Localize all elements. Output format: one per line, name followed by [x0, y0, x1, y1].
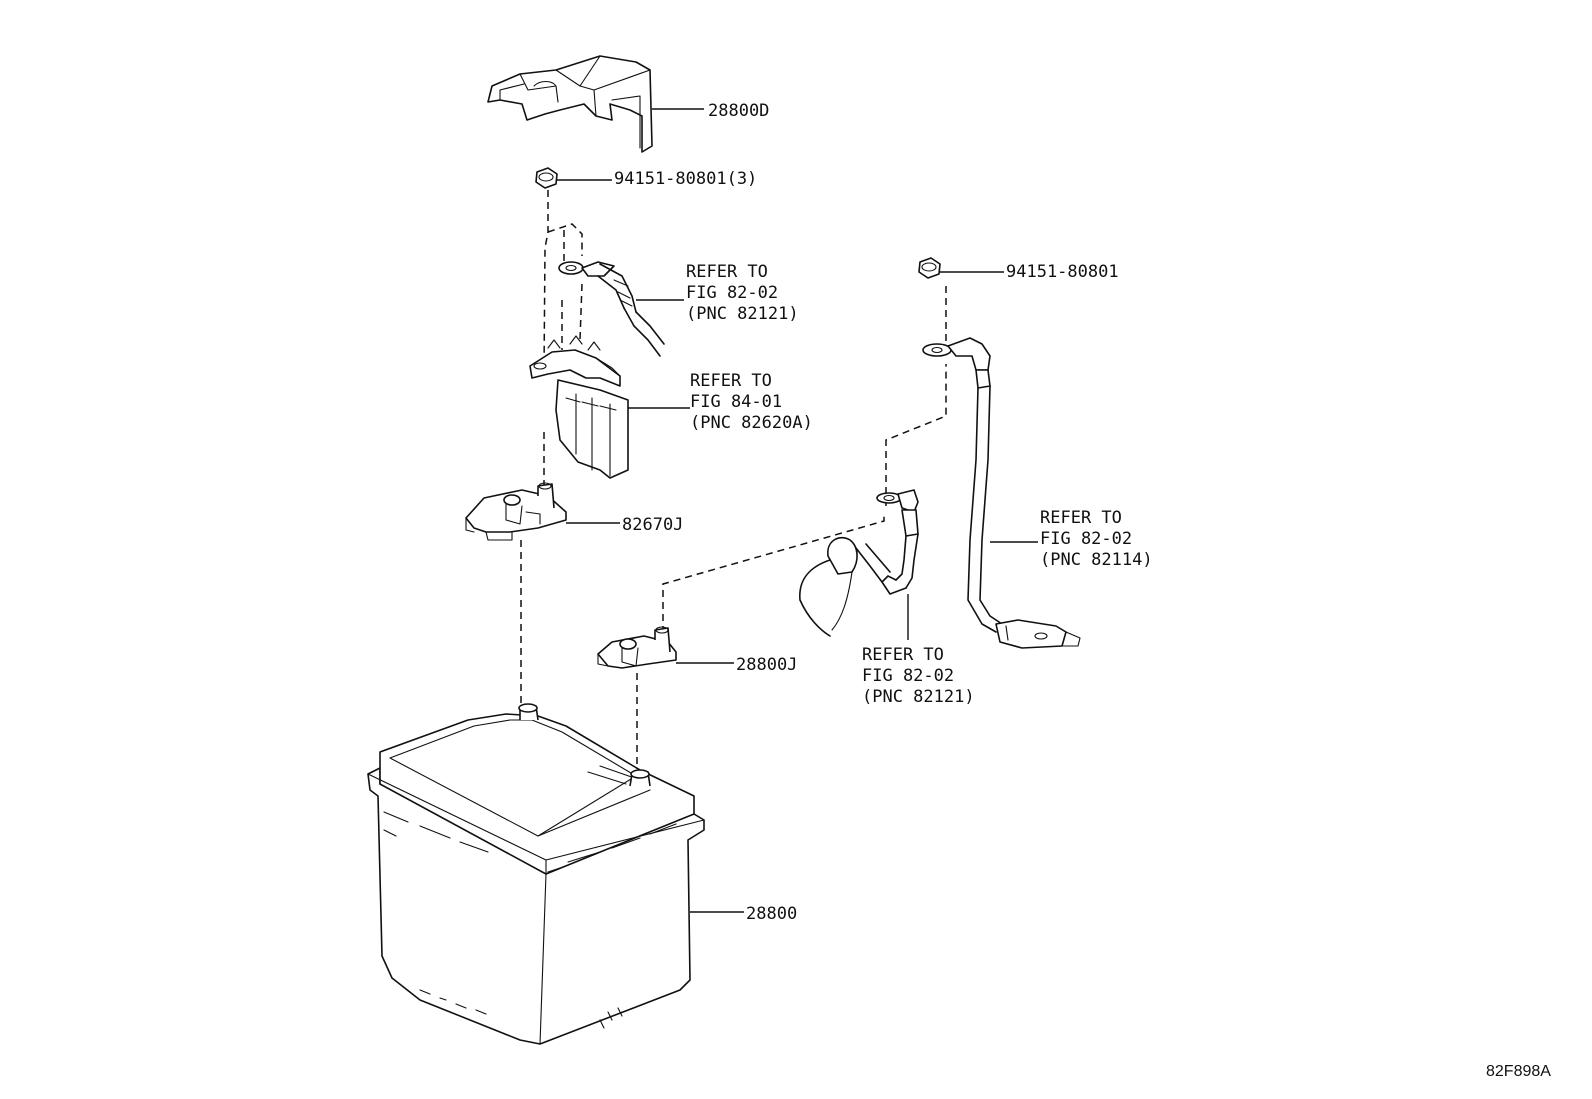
label-ref-cable-right-line3: (PNC 82114)	[1040, 550, 1153, 570]
ground-cable[interactable]	[922, 337, 1081, 649]
figure-code: 82F898A	[1486, 1063, 1551, 1080]
cable-terminal-top[interactable]	[558, 261, 665, 357]
label-ref-fusible-line3: (PNC 82620A)	[690, 413, 813, 433]
battery-sensor-cable[interactable]	[799, 489, 919, 637]
battery-terminal-cover[interactable]	[487, 55, 653, 153]
label-ref-fusible-line2: FIG 84-01	[690, 392, 782, 412]
label-ref-cable-right-line2: FIG 82-02	[1040, 529, 1132, 549]
label-clamp-negative: 28800J	[736, 655, 797, 675]
label-ref-cable-top-line3: (PNC 82121)	[686, 304, 799, 324]
label-nut-right: 94151-80801	[1006, 262, 1119, 282]
label-ref-cable-sensor-line3: (PNC 82121)	[862, 687, 975, 707]
battery[interactable]	[367, 703, 705, 1045]
label-ref-cable-top-line1: REFER TO	[686, 262, 768, 282]
positive-terminal-clamp[interactable]	[465, 482, 567, 541]
label-clamp-positive: 82670J	[622, 515, 683, 535]
label-ref-cable-sensor-line1: REFER TO	[862, 645, 944, 665]
nut-top[interactable]	[535, 167, 558, 189]
label-cover: 28800D	[708, 101, 769, 121]
label-ref-cable-sensor-line2: FIG 82-02	[862, 666, 954, 686]
label-battery: 28800	[746, 904, 797, 924]
nut-right[interactable]	[918, 257, 941, 279]
negative-terminal-clamp[interactable]	[597, 626, 677, 669]
assembly-dashed-lines	[520, 190, 947, 770]
label-ref-fusible-line1: REFER TO	[690, 371, 772, 391]
label-nut-top: 94151-80801(3)	[614, 169, 757, 189]
label-ref-cable-top-line2: FIG 82-02	[686, 283, 778, 303]
label-ref-cable-right-line1: REFER TO	[1040, 508, 1122, 528]
fusible-link-block[interactable]	[529, 335, 629, 479]
leader-lines	[557, 108, 1038, 913]
